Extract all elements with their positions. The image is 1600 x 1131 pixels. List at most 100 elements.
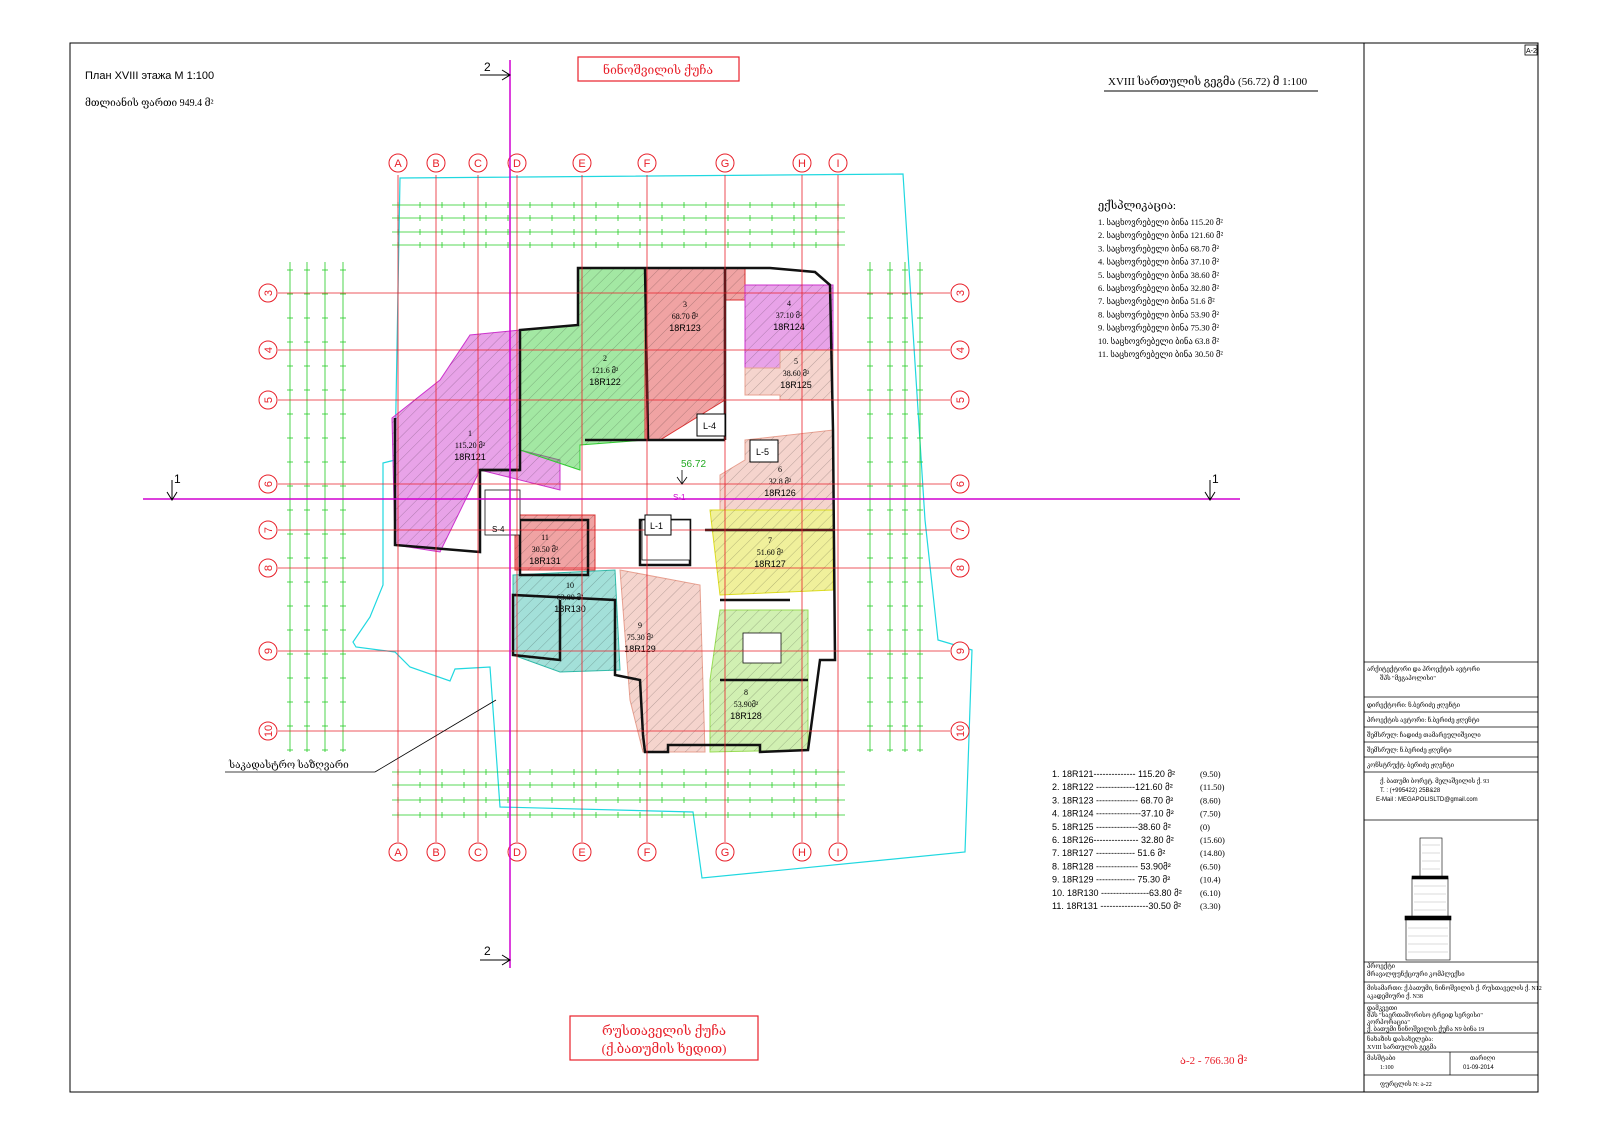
explication-item: 6. საცხოვრებელი ბინა 32.80 მ²	[1098, 283, 1219, 294]
explication-item: 1. საცხოვრებელი ბინა 115.20 მ²	[1098, 217, 1223, 228]
tb-sheet-header: ნახაზის დასახელება:	[1367, 1035, 1433, 1043]
cadastral-boundary	[352, 173, 973, 879]
grid-label-I: I	[836, 158, 839, 170]
grid-label-10: 10	[263, 725, 275, 737]
summary-row: 11. 18R131 ----------------30.50 მ²	[1052, 901, 1181, 911]
section-label-2-bottom: 2	[484, 944, 491, 958]
grid-label-E: E	[578, 158, 585, 170]
explication-title: ექსპლიკაცია:	[1098, 200, 1176, 212]
summary-row: 10. 18R130 ----------------63.80 მ²	[1052, 888, 1182, 898]
grid-label-3: 3	[955, 290, 967, 296]
apartment-number: 6	[778, 465, 782, 474]
grid-label-8: 8	[263, 565, 275, 571]
apartment-number: 9	[638, 621, 642, 630]
tb-director: დირექტორი: ნ.ბერიძე ჟღენტი	[1367, 701, 1461, 709]
grid-bubble-A	[388, 153, 408, 173]
apartment-number: 8	[744, 688, 748, 697]
summary-row: 6. 18R126--------------- 32.80 მ²	[1052, 835, 1174, 845]
grid-label-H: H	[798, 847, 806, 859]
summary-row: 4. 18R124 ---------------37.10 მ²	[1052, 809, 1174, 819]
apartment-area: 53.90მ²	[734, 700, 759, 709]
grid-bubble-G	[715, 842, 735, 862]
apartment-code: 18R127	[754, 559, 786, 569]
tb-date-header: თარიღი	[1470, 1055, 1496, 1062]
tb-customer-2: კორპორაცია"	[1367, 1019, 1410, 1026]
street-top-label: ნინოშვილის ქუჩა	[603, 62, 713, 77]
summary-balcony: (15.60)	[1200, 835, 1225, 845]
grid-bubble-3	[950, 283, 970, 303]
sheet-id-box	[1524, 44, 1538, 56]
tb-address: ქ. ბათუმი ბორეტ. მელაშვილის ქ. 93	[1380, 778, 1489, 785]
explication-list: 1. საცხოვრებელი ბინა 115.20 მ²2. საცხოვრ…	[1098, 217, 1224, 360]
summary-balcony: (6.50)	[1200, 861, 1221, 871]
sheet-id: A-2	[1526, 48, 1537, 55]
grid-bubble-H	[792, 842, 812, 862]
grid-label-4: 4	[263, 347, 275, 353]
summary-balcony: (10.4)	[1200, 875, 1221, 885]
tb-phone: T. : (+995422) 25B&28	[1380, 788, 1441, 794]
grid-bubble-B	[426, 842, 446, 862]
grid-label-G: G	[721, 847, 730, 859]
tb-sheet-number: ფურცლის N: ა-22	[1380, 1081, 1432, 1088]
summary-row: 5. 18R125 --------------38.60 მ²	[1052, 822, 1171, 832]
grid-bubble-C	[468, 153, 488, 173]
summary-balcony: (6.10)	[1200, 888, 1221, 898]
apartment-code: 18R121	[454, 452, 486, 462]
tb-customer-3: ქ. ბათუმი ნინოშვილის ქუჩა N9 ბინა 19	[1367, 1025, 1484, 1033]
apartment-area: 68.70 მ²	[672, 312, 699, 321]
grid-label-B: B	[432, 847, 439, 859]
summary-balcony: (7.50)	[1200, 809, 1221, 819]
apartment-area: 38.60 მ²	[783, 369, 810, 378]
grid-label-5: 5	[263, 397, 275, 403]
tower-elevation-thumbnail	[1404, 837, 1452, 961]
stairs	[484, 489, 782, 664]
grid-label-B: B	[432, 158, 439, 170]
grid-bubble-E	[572, 842, 592, 862]
apartment-number: 11	[541, 533, 549, 542]
grid-label-I: I	[836, 847, 839, 859]
apartment-code: 18R126	[764, 488, 796, 498]
apartment-area: 37.10 მ²	[776, 311, 803, 320]
core-L-1: L-1	[650, 521, 663, 531]
grid-bubble-6	[950, 474, 970, 494]
street-bottom-box	[569, 1015, 759, 1061]
summary-row: 8. 18R128 -------------- 53.90მ²	[1052, 861, 1171, 871]
grid-label-6: 6	[955, 481, 967, 487]
apartment-area: 75.30 მ²	[627, 633, 654, 642]
tb-project-name: მრავალფუნქციური კომპლექსი	[1367, 970, 1465, 978]
tb-scale-header: მასშტაბი	[1367, 1055, 1396, 1062]
core-L-5: L-5	[756, 447, 769, 457]
explication-item: 11. საცხოვრებელი ბინა 30.50 მ²	[1098, 349, 1223, 360]
grid-label-4: 4	[955, 347, 967, 353]
tb-performer-2: შემსრულ: ნ.ბერიძე ჟღენტი	[1367, 746, 1452, 754]
apartment-code: 18R128	[730, 711, 762, 721]
apartment-code: 18R125	[780, 380, 812, 390]
tb-customer: შპს "საერთაშორისო ტრეიდ სერვისი"	[1367, 1012, 1483, 1019]
core-labels: L-4 L-5 L-1 S-1 S-4	[492, 413, 779, 536]
core-S-4: S-4	[492, 525, 505, 534]
tb-performer-1: შემსრულ: ჩადიძე თამარეულიშვილი	[1367, 732, 1481, 739]
section-label-1-left: 1	[174, 472, 181, 486]
summary-row: 7. 18R127 ------------- 51.6 მ²	[1052, 848, 1165, 858]
grid-bubble-7	[258, 520, 278, 540]
grid-bubble-9	[950, 641, 970, 661]
tb-author: პროექტის ავტორი: ნ.ბერიძე ჟღენტი	[1367, 716, 1480, 724]
apartment-code: 18R124	[773, 322, 805, 332]
apartment-number: 2	[603, 354, 607, 363]
elevation-label: 56.72	[681, 459, 706, 470]
grid-bubble-D	[507, 153, 527, 173]
grid-bubble-E	[572, 153, 592, 173]
area-summary-table: 1. 18R121-------------- 115.20 მ²(9.50)2…	[1052, 769, 1225, 911]
apartment-area: 121.6 მ²	[592, 366, 619, 375]
explication-item: 5. საცხოვრებელი ბინა 38.60 მ²	[1098, 270, 1219, 281]
cadastral-label: საკადასტრო საზღვარი	[228, 760, 349, 771]
explication-item: 7. საცხოვრებელი ბინა 51.6 მ²	[1098, 296, 1215, 307]
apartment-area: 30.50 მ²	[532, 545, 559, 554]
summary-row: 3. 18R123 -------------- 68.70 მ²	[1052, 795, 1173, 805]
summary-row: 9. 18R129 ------------- 75.30 მ²	[1052, 875, 1170, 885]
grid-label-3: 3	[263, 290, 275, 296]
